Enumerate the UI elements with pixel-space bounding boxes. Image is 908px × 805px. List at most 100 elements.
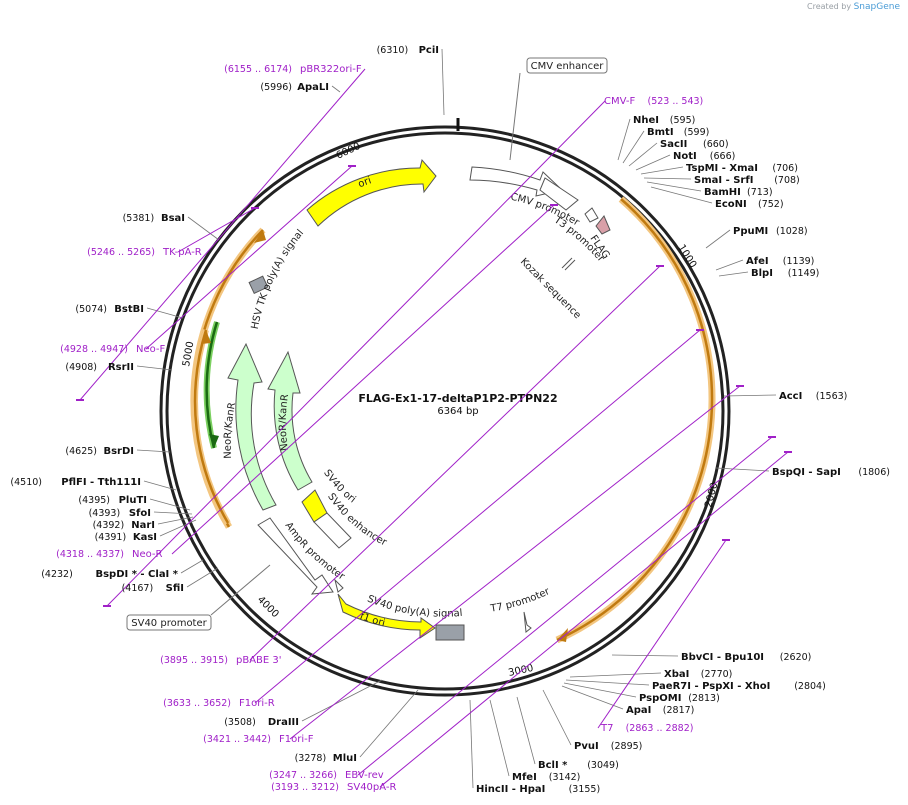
left-site-3[interactable]: BstBI(5074) — [75, 304, 144, 315]
primer-1[interactable]: CMV-F(523 .. 543) — [604, 96, 703, 107]
right-site-11[interactable]: AccI(1563) — [779, 391, 847, 402]
enzyme-name[interactable]: NotI — [673, 151, 697, 162]
enzyme-name[interactable]: AfeI — [746, 256, 769, 267]
primer-8[interactable]: EBV-rev(3247 .. 3266) — [269, 770, 384, 781]
primer-6[interactable]: F1ori-R(3633 .. 3652) — [163, 698, 275, 709]
enzyme-name[interactable]: BlpI — [751, 268, 773, 279]
right-site-10[interactable]: BlpI(1149) — [751, 268, 819, 279]
left-site-4[interactable]: RsrII(4908) — [65, 362, 134, 373]
enzyme-name[interactable]: BstBI — [114, 304, 144, 315]
left-site-5[interactable]: BsrDI(4625) — [65, 446, 134, 457]
right-site-12[interactable]: BspQI - SapI(1806) — [772, 467, 890, 478]
enzyme-name[interactable]: PpuMI — [733, 226, 768, 237]
primer-0[interactable]: pBR322ori-F(6155 .. 6174) — [224, 64, 362, 75]
left-site-10[interactable]: KasI(4391) — [95, 532, 157, 543]
right-site-6[interactable]: BamHI(713) — [704, 187, 773, 198]
enzyme-name[interactable]: ApaI — [626, 705, 651, 716]
right-site-4[interactable]: TspMI - XmaI(706) — [686, 163, 798, 174]
enzyme-name[interactable]: SacII — [660, 139, 687, 150]
enzyme-name[interactable]: KasI — [133, 532, 157, 543]
enzyme-name[interactable]: AccI — [779, 391, 802, 402]
enzyme-name[interactable]: EcoNI — [715, 199, 747, 210]
ori-feature[interactable] — [306, 158, 437, 227]
enzyme-name[interactable]: PspOMI — [639, 693, 681, 704]
primer-name[interactable]: pBR322ori-F — [300, 64, 362, 75]
f1-ori-feature[interactable] — [337, 593, 436, 639]
enzyme-name[interactable]: BspDI * - ClaI * — [95, 569, 178, 580]
left-site-12[interactable]: SfiI(4167) — [122, 583, 184, 594]
flag-feature[interactable] — [595, 215, 611, 235]
primer-name[interactable]: CMV-F — [604, 96, 635, 107]
right-site-9[interactable]: AfeI(1139) — [746, 256, 814, 267]
primer-name[interactable]: T7 — [600, 723, 613, 734]
right-site-1[interactable]: BmtI(599) — [647, 127, 709, 138]
right-site-18[interactable]: PvuI(2895) — [574, 741, 642, 752]
right-site-2[interactable]: SacII(660) — [660, 139, 729, 150]
right-site-0[interactable]: NheI(595) — [633, 115, 695, 126]
left-site-7[interactable]: PluTI(4395) — [78, 495, 147, 506]
enzyme-name[interactable]: NheI — [633, 115, 659, 126]
t3-promoter-feature[interactable] — [584, 207, 599, 223]
primer-name[interactable]: F1ori-R — [239, 698, 275, 709]
right-site-5[interactable]: SmaI - SrfI(708) — [694, 175, 800, 186]
enzyme-name[interactable]: BsrDI — [103, 446, 134, 457]
primer-2[interactable]: TK-pA-R(5246 .. 5265) — [87, 247, 202, 258]
left-site-6[interactable]: PflFI - Tth111I(4510) — [10, 477, 141, 488]
primer-name[interactable]: Neo-R — [132, 549, 163, 560]
enzyme-name[interactable]: SfiI — [166, 583, 184, 594]
primer-3[interactable]: Neo-F(4928 .. 4947) — [60, 344, 165, 355]
primer-9[interactable]: SV40pA-R(3193 .. 3212) — [271, 782, 396, 793]
primer-name[interactable]: TK-pA-R — [162, 247, 202, 258]
left-site-2[interactable]: BsaI(5381) — [123, 213, 185, 224]
primer-4[interactable]: Neo-R(4318 .. 4337) — [56, 549, 162, 560]
primer-name[interactable]: pBABE 3' — [236, 655, 282, 666]
enzyme-name[interactable]: SmaI - SrfI — [694, 175, 753, 186]
sv40-enhancer-feature[interactable] — [313, 512, 352, 549]
left-site-13[interactable]: DraIII(3508) — [224, 717, 299, 728]
enzyme-name[interactable]: DraIII — [268, 717, 299, 728]
enzyme-name[interactable]: PflFI - Tth111I — [61, 477, 141, 488]
right-site-3[interactable]: NotI(666) — [673, 151, 735, 162]
enzyme-name[interactable]: BclI * — [538, 760, 568, 771]
enzyme-name[interactable]: BamHI — [704, 187, 741, 198]
left-site-9[interactable]: NarI(4392) — [93, 520, 155, 531]
right-site-13[interactable]: BbvCI - Bpu10I(2620) — [681, 652, 811, 663]
right-site-21[interactable]: HincII - HpaI(3155) — [476, 784, 600, 795]
left-site-14[interactable]: MluI(3278) — [295, 753, 357, 764]
primer-7[interactable]: F1ori-F(3421 .. 3442) — [203, 734, 314, 745]
right-site-14[interactable]: XbaI(2770) — [664, 669, 732, 680]
enzyme-name[interactable]: NarI — [131, 520, 155, 531]
enzyme-name[interactable]: PaeR7I - PspXI - XhoI — [652, 681, 770, 692]
right-site-15[interactable]: PaeR7I - PspXI - XhoI(2804) — [652, 681, 826, 692]
sv40-polya-feature[interactable] — [435, 624, 465, 641]
right-site-7[interactable]: EcoNI(752) — [715, 199, 784, 210]
left-site-1[interactable]: ApaLI(5996) — [260, 82, 329, 93]
left-site-0[interactable]: PciI(6310) — [377, 45, 439, 56]
enzyme-name[interactable]: BspQI - SapI — [772, 467, 841, 478]
enzyme-name[interactable]: PvuI — [574, 741, 599, 752]
enzyme-name[interactable]: BsaI — [161, 213, 185, 224]
enzyme-name[interactable]: MfeI — [512, 772, 537, 783]
left-site-8[interactable]: SfoI(4393) — [89, 508, 151, 519]
enzyme-name[interactable]: SfoI — [129, 508, 151, 519]
neo-kan-feature-1[interactable] — [227, 342, 277, 511]
cmv-promoter-feature[interactable] — [539, 177, 579, 211]
enzyme-name[interactable]: ApaLI — [297, 82, 329, 93]
t7-promoter-feature[interactable] — [523, 611, 532, 633]
enzyme-name[interactable]: PciI — [419, 45, 439, 56]
hsv-tk-polya-feature[interactable] — [248, 275, 269, 295]
right-site-19[interactable]: BclI *(3049) — [538, 760, 619, 771]
enzyme-name[interactable]: TspMI - XmaI — [686, 163, 758, 174]
right-site-16[interactable]: PspOMI(2813) — [639, 693, 720, 704]
primer-5[interactable]: pBABE 3'(3895 .. 3915) — [160, 655, 281, 666]
ampr-promoter-feature[interactable] — [257, 517, 334, 595]
enzyme-name[interactable]: HincII - HpaI — [476, 784, 545, 795]
enzyme-name[interactable]: XbaI — [664, 669, 689, 680]
enzyme-name[interactable]: RsrII — [108, 362, 134, 373]
primer-name[interactable]: EBV-rev — [345, 770, 384, 781]
right-site-8[interactable]: PpuMI(1028) — [733, 226, 808, 237]
primer-name[interactable]: Neo-F — [136, 344, 166, 355]
enzyme-name[interactable]: BmtI — [647, 127, 674, 138]
enzyme-name[interactable]: BbvCI - Bpu10I — [681, 652, 764, 663]
right-site-17[interactable]: ApaI(2817) — [626, 705, 694, 716]
